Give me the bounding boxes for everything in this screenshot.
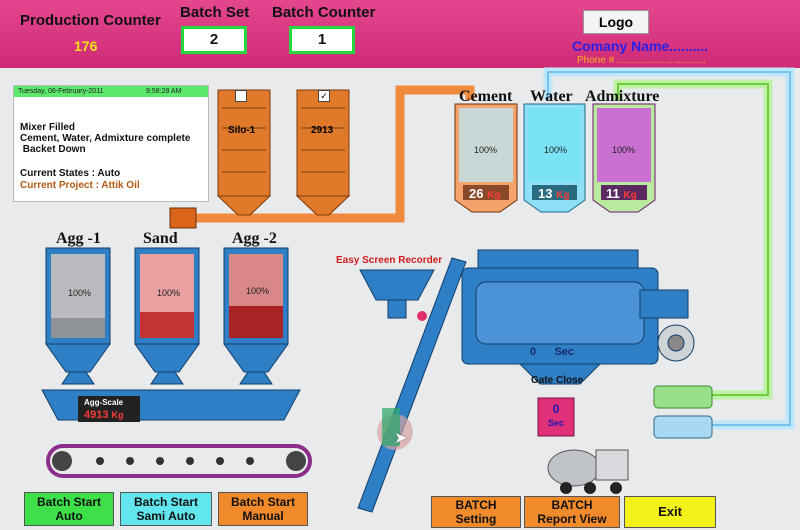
agg2-hopper <box>223 247 289 385</box>
exit-button[interactable]: Exit <box>624 496 716 528</box>
water-label: Water <box>530 88 573 105</box>
batch-report-view-button[interactable]: BATCH Report View <box>524 496 620 528</box>
batch-start-semi-auto-button[interactable]: Batch Start Sami Auto <box>120 492 212 526</box>
agg-scale-label: Agg-Scale <box>84 398 124 407</box>
water-tank <box>523 103 586 213</box>
water-valve <box>653 415 713 439</box>
incline-conveyor <box>357 257 467 513</box>
admixture-tank <box>592 103 656 213</box>
production-counter-label: Production Counter <box>20 12 161 29</box>
water-weight: 13 Kg <box>538 186 570 201</box>
company-logo: Logo <box>583 10 649 34</box>
cement-screw-pipe <box>195 85 475 223</box>
admix-pipe-line <box>617 83 769 396</box>
production-counter-value: 176 <box>74 38 98 54</box>
mixer-timer: 0 Sec <box>530 346 575 358</box>
company-name: Comany Name.......... <box>572 38 709 54</box>
admixture-label: Admixture <box>585 88 660 105</box>
mixer <box>461 249 695 385</box>
current-states: Current States : Auto <box>20 168 121 179</box>
agg1-label: Agg -1 <box>56 230 101 247</box>
batch-start-auto-button[interactable]: Batch Start Auto <box>24 492 114 526</box>
gate-label: Gate Close <box>531 375 584 386</box>
header-bar <box>0 0 800 68</box>
sand-percent: 100% <box>157 288 181 298</box>
silo-2 <box>295 89 351 216</box>
batch-counter-label: Batch Counter <box>272 4 376 21</box>
agg-scale-value: 4913 Kg <box>84 409 124 421</box>
admix-valve <box>653 385 713 409</box>
silo-2-checkbox[interactable]: ✓ <box>318 90 330 102</box>
silo-2-label: 2913 <box>311 125 334 136</box>
batch-start-manual-button[interactable]: Batch Start Manual <box>218 492 308 526</box>
belt-conveyor <box>46 444 312 478</box>
sand-hopper <box>134 247 200 385</box>
cement-tank <box>454 103 518 213</box>
cement-label: Cement <box>459 88 513 105</box>
company-phone: Phone # ................................ <box>577 55 706 66</box>
cement-percent: 100% <box>474 145 498 155</box>
gate-timer-value: 0 <box>552 402 560 416</box>
status-date: Tuesday, 08-February-2011 <box>18 88 104 95</box>
agg-scale-display <box>78 396 140 422</box>
agg1-percent: 100% <box>68 288 92 298</box>
batch-counter-field: 1 <box>289 26 355 54</box>
batch-set-field[interactable]: 2 <box>181 26 247 54</box>
gate-timer-box <box>537 397 575 437</box>
water-percent: 100% <box>544 145 568 155</box>
batch-set-label: Batch Set <box>180 4 250 21</box>
silo-1-label: Silo-1 <box>228 125 256 136</box>
water-pipe-line <box>547 71 791 426</box>
status-message-2: Cement, Water, Admixture complete <box>20 133 191 144</box>
cement-weight: 26 Kg <box>469 186 501 201</box>
status-time: 9:58:28 AM <box>146 88 182 95</box>
silo-1 <box>216 89 272 216</box>
status-panel: Tuesday, 08-February-2011 9:58:28 AM Mix… <box>13 85 209 202</box>
recorder-watermark: Easy Screen Recorder <box>336 255 443 266</box>
admixture-percent: 100% <box>612 145 636 155</box>
screw-motor <box>169 207 197 229</box>
status-message-3: Backet Down <box>20 144 86 155</box>
sand-label: Sand <box>143 230 178 247</box>
batch-setting-button[interactable]: BATCH Setting <box>431 496 521 528</box>
admixture-weight: 11 Kg <box>606 186 637 201</box>
status-message-1: Mixer Filled <box>20 122 76 133</box>
agg1-hopper <box>45 247 111 385</box>
mixer-truck <box>547 449 629 494</box>
skip-hopper <box>359 269 435 301</box>
silo-1-checkbox[interactable] <box>235 90 247 102</box>
agg2-percent: 100% <box>246 286 270 296</box>
agg2-label: Agg -2 <box>232 230 277 247</box>
mouse-cursor-icon: ➤ <box>394 430 408 447</box>
status-date-bar: Tuesday, 08-February-2011 9:58:28 AM <box>14 86 208 97</box>
gate-timer-unit: Sec <box>547 418 564 428</box>
current-project: Current Project : Attik Oil <box>20 180 140 191</box>
